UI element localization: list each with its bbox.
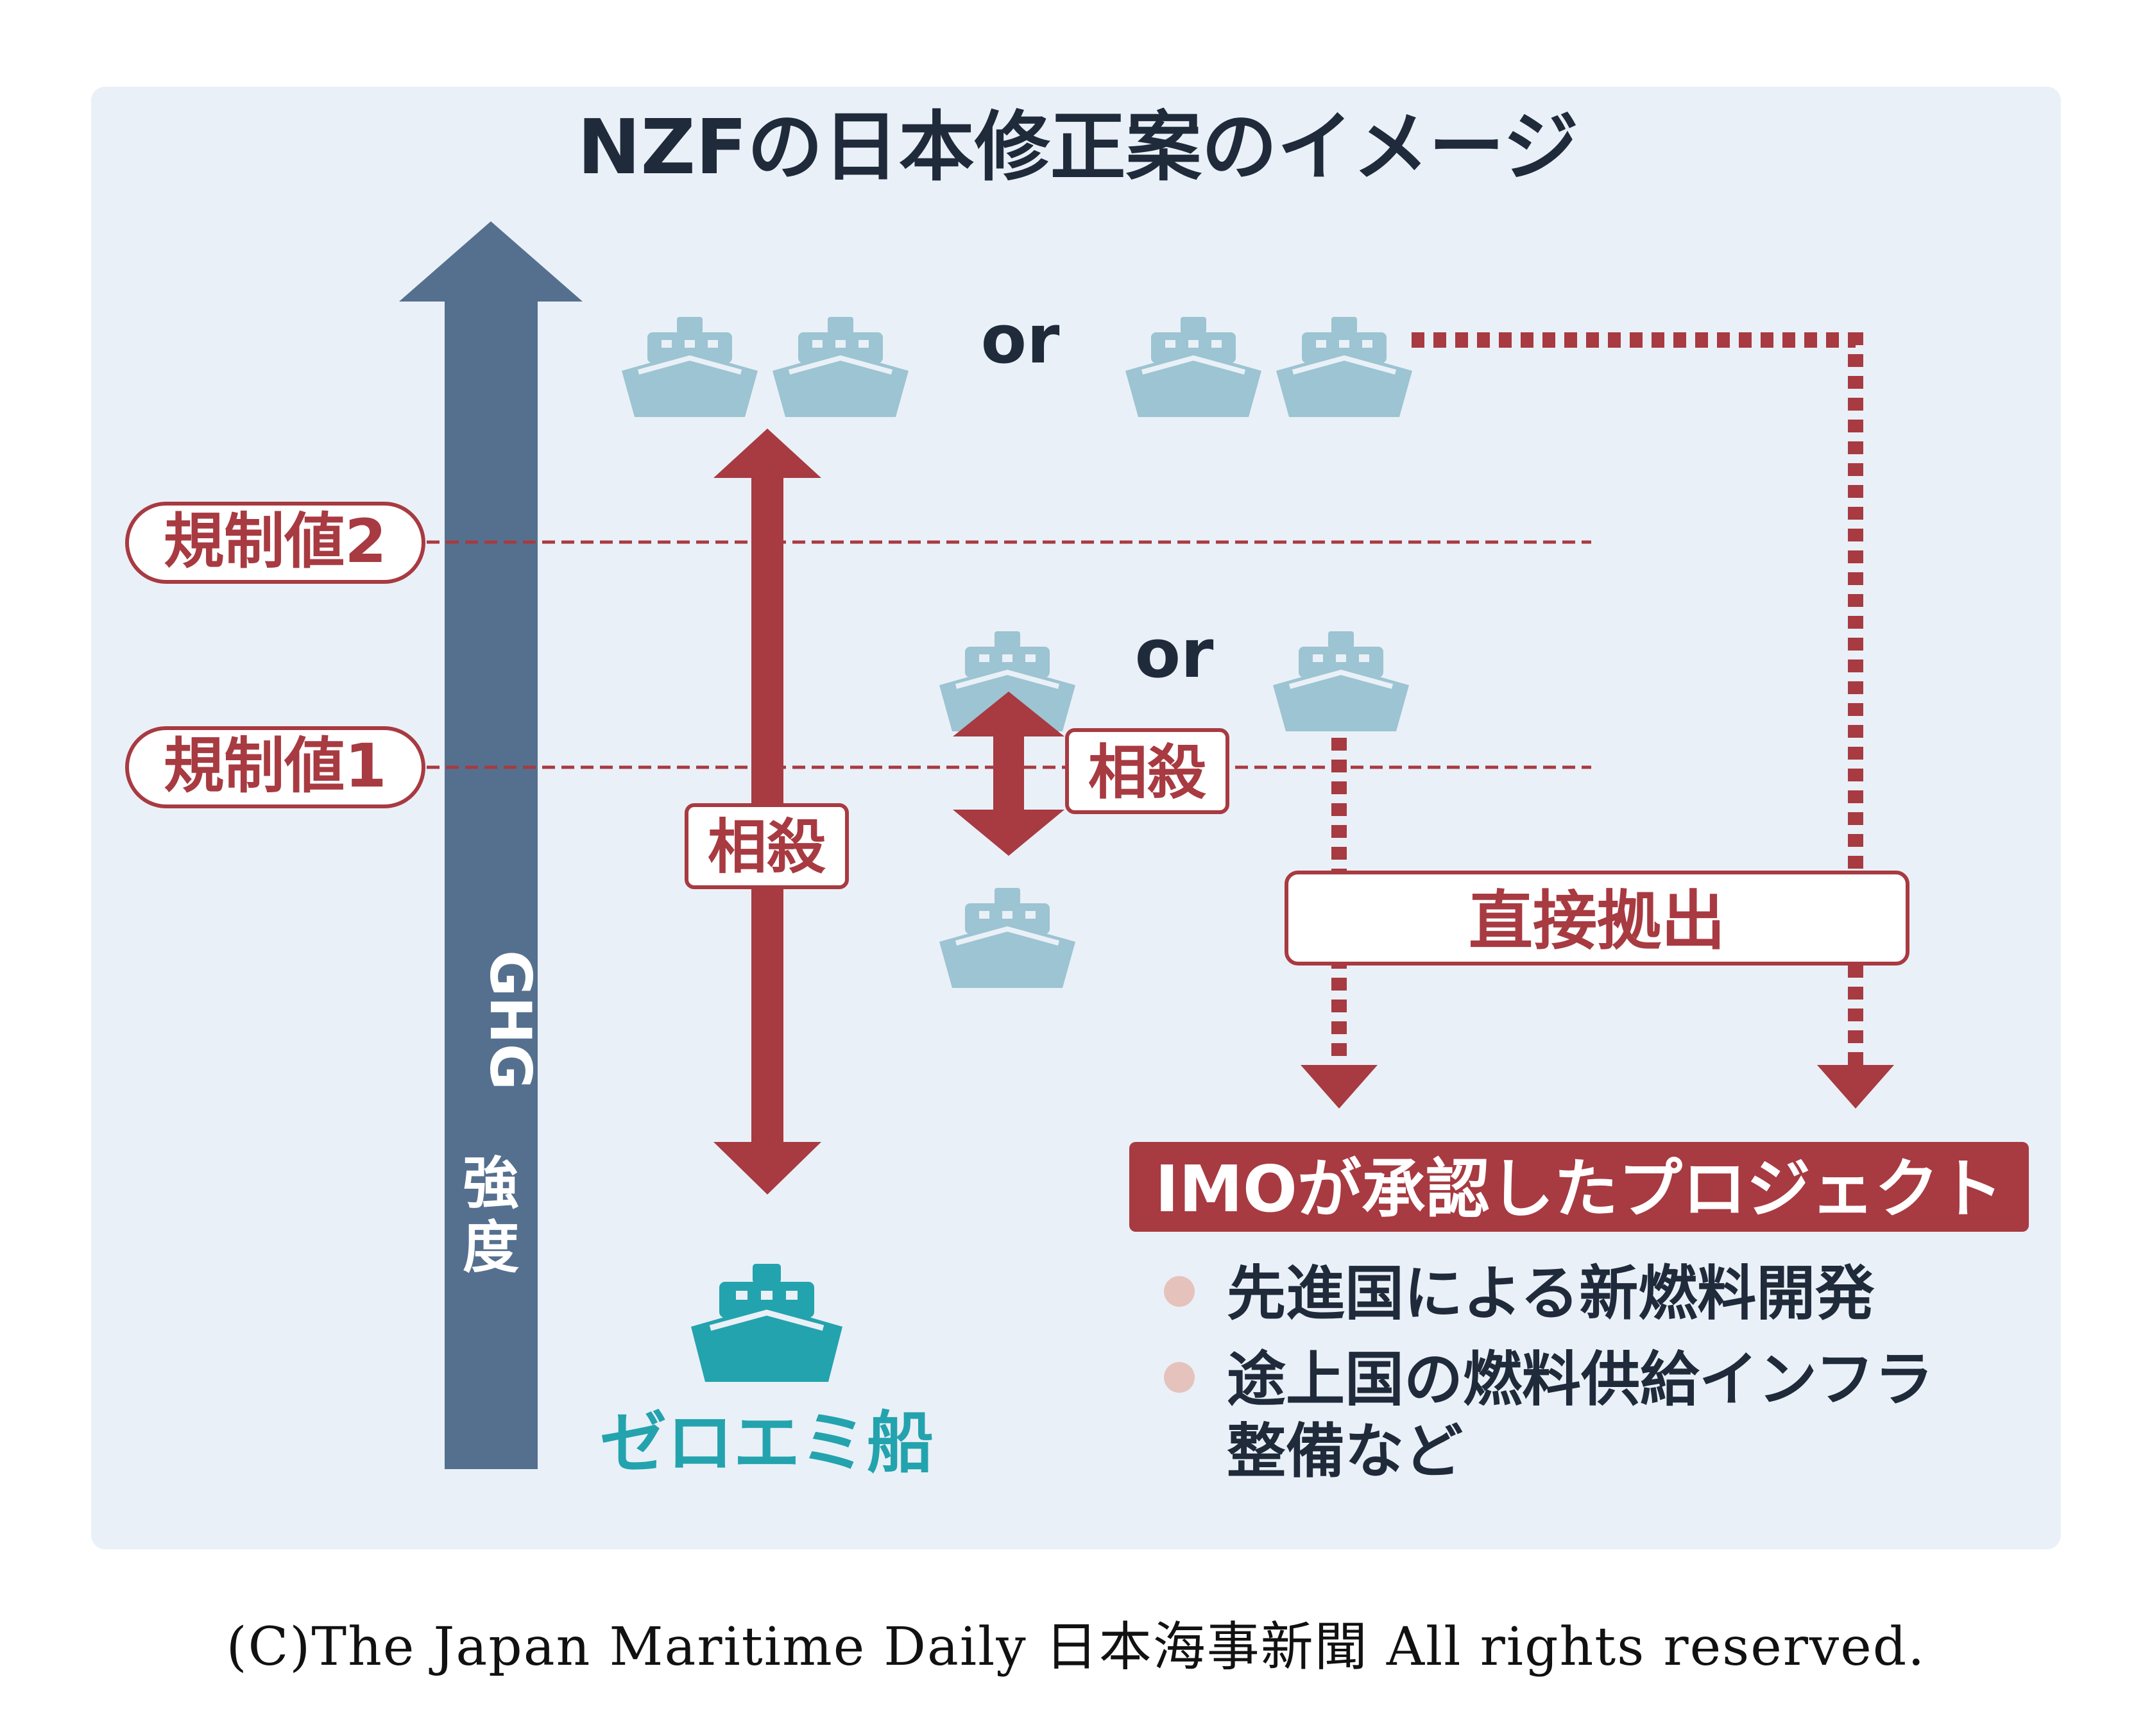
project-item-2-line-2: 整備など <box>1227 1417 1463 1486</box>
bullet-dot <box>1164 1362 1195 1393</box>
flow-arrowhead <box>1817 1065 1894 1109</box>
project-item-1: 先進国による新燃料開発 <box>1227 1259 1875 1328</box>
ghg-axis-arrow <box>399 221 583 1469</box>
offset-label-large-text: 相殺 <box>708 813 826 881</box>
offset-arrow-small <box>953 692 1064 856</box>
offset-label-small: 相殺 <box>1065 728 1229 814</box>
regulation-label-1-text: 規制値1 <box>164 731 386 801</box>
direct-contribution-box: 直接拠出 <box>1285 871 1909 966</box>
regulation-label-2-text: 規制値2 <box>164 507 386 577</box>
axis-label-char-1: 強 <box>463 1150 519 1216</box>
diagram-title: NZFの日本修正案のイメージ <box>577 103 1579 191</box>
diagram-panel <box>91 87 2061 1549</box>
axis-label-ghg: GHG <box>477 950 543 1090</box>
direct-contribution-label: 直接拠出 <box>1469 883 1725 958</box>
or-label-middle: or <box>1135 615 1214 693</box>
flow-arrowhead <box>1301 1065 1378 1109</box>
projects-header: IMOが承認したプロジェクト <box>1129 1142 2029 1232</box>
project-item-2-line-1: 途上国の燃料供給インフラ <box>1227 1345 1933 1414</box>
copyright-notice: (C)The Japan Maritime Daily 日本海事新聞 All r… <box>226 1617 1926 1678</box>
projects-title: IMOが承認したプロジェクト <box>1155 1152 2003 1227</box>
axis-label-char-2: 度 <box>463 1214 519 1281</box>
offset-label-small-text: 相殺 <box>1088 738 1206 807</box>
regulation-label-1: 規制値1 <box>125 726 425 808</box>
regulation-label-2: 規制値2 <box>125 502 425 584</box>
projects-list: 先進国による新燃料開発 途上国の燃料供給インフラ 整備など <box>1164 1259 1933 1486</box>
bullet-dot <box>1164 1276 1195 1307</box>
or-label-top: or <box>981 300 1060 379</box>
zero-emission-label: ゼロエミ船 <box>600 1404 934 1482</box>
axis-label: GHG 強 度 <box>463 950 543 1281</box>
offset-label-large: 相殺 <box>685 803 849 889</box>
